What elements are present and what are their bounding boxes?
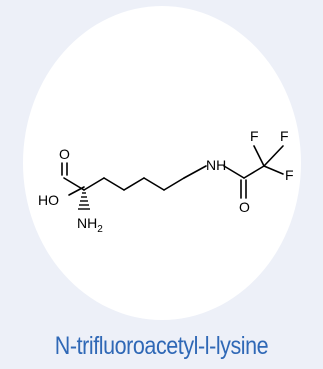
bond-cf3-f3 [263, 165, 284, 175]
molecule-structure: O HO NH2 NH O F F F [38, 128, 294, 235]
bond-n-c8 [223, 165, 245, 179]
bond-c7-n [183, 165, 207, 179]
bond-c5-c6 [143, 177, 165, 191]
stereo-hashed-bond [78, 192, 90, 210]
atom-nh-amide: NH [206, 157, 226, 173]
atom-o-amide: O [239, 199, 250, 215]
atom-f3: F [285, 167, 294, 183]
atom-f1: F [250, 128, 259, 144]
atom-f2: F [280, 128, 289, 144]
atom-nh2: NH2 [77, 215, 103, 235]
bond-c4-c5 [123, 177, 145, 191]
atom-o-acid: O [59, 146, 70, 162]
bond-cf3-f2 [263, 145, 284, 167]
bond-c6-c7 [163, 177, 185, 191]
bond-c8-cf3 [243, 165, 265, 179]
atom-ho: HO [38, 192, 59, 208]
bond-c1-c2 [63, 177, 85, 191]
bond-c2-c3 [83, 177, 105, 191]
bond-c3-c4 [103, 177, 125, 191]
structure-backdrop-circle [23, 6, 301, 320]
bond-cf3-f1 [253, 145, 265, 167]
compound-name: N-trifluoroacetyl-l-lysine [54, 332, 269, 360]
